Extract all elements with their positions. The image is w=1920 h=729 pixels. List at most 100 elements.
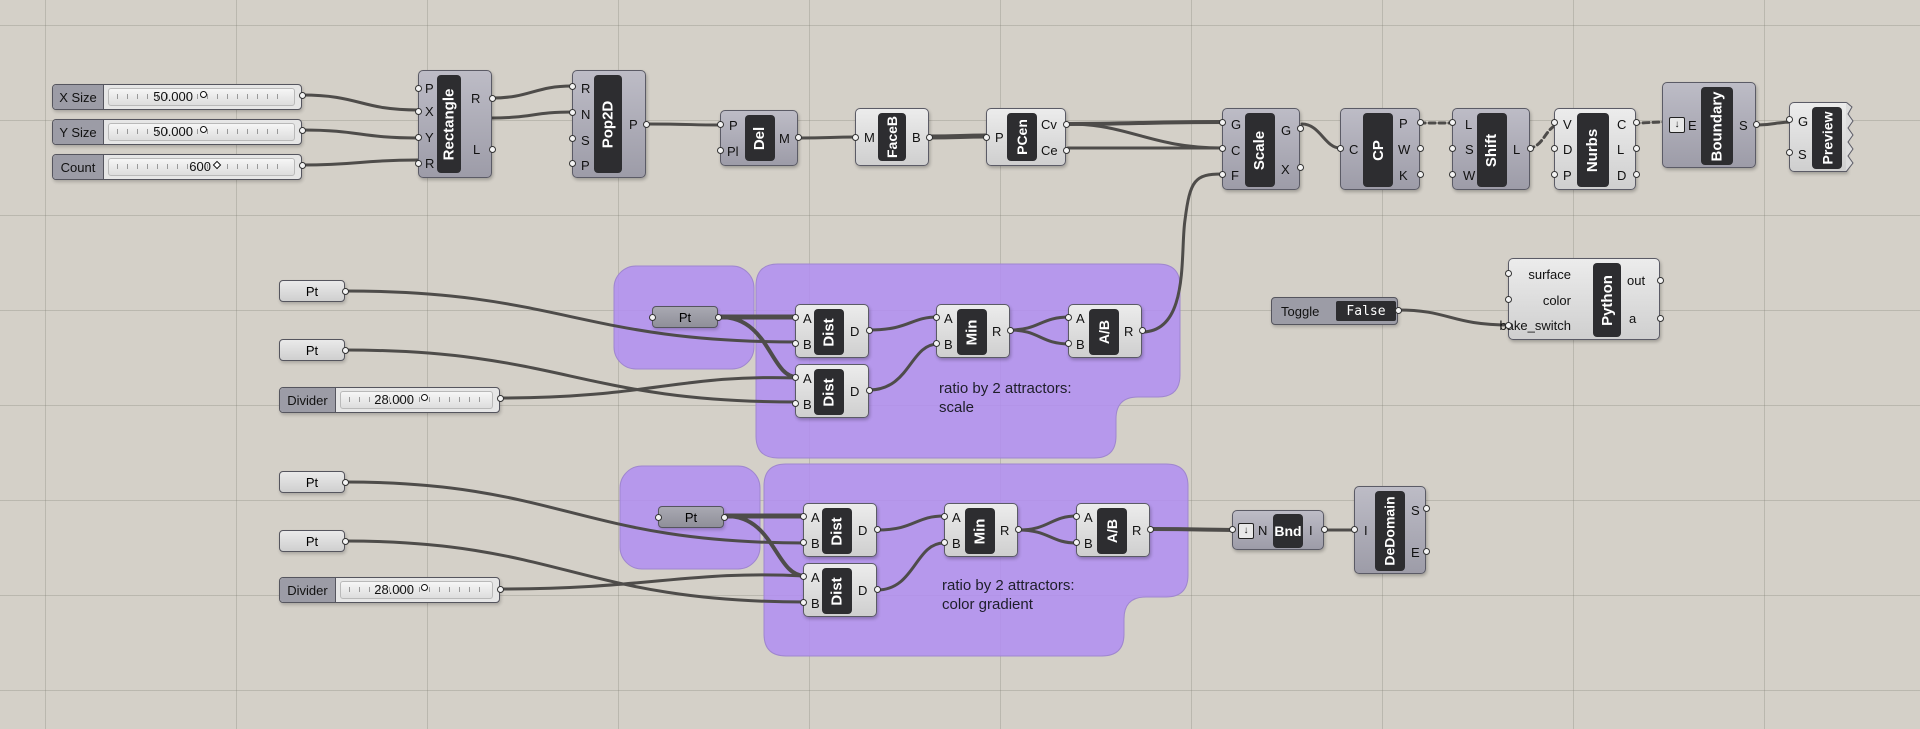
rectangle-component[interactable]: P X Y R Rectangle R L [418, 70, 492, 178]
output-grip[interactable] [866, 327, 873, 334]
point-param[interactable]: Pt [279, 471, 345, 493]
count-slider[interactable]: Count 600 [52, 154, 302, 180]
control-points-component[interactable]: C CP P W K [1340, 108, 1420, 190]
output-grip[interactable] [1423, 548, 1430, 555]
output-grip[interactable] [497, 586, 504, 593]
input-grip[interactable] [1229, 526, 1236, 533]
input-grip[interactable] [792, 340, 799, 347]
minimum-component[interactable]: A B Min R [936, 304, 1010, 358]
input-grip[interactable] [1449, 145, 1456, 152]
output-grip[interactable] [1417, 171, 1424, 178]
input-grip[interactable] [1065, 340, 1072, 347]
toggle-value[interactable]: False [1336, 301, 1396, 321]
distance-component[interactable]: A B Dist D [803, 563, 877, 617]
input-grip[interactable] [1065, 314, 1072, 321]
input-grip[interactable] [415, 160, 422, 167]
output-grip[interactable] [721, 514, 728, 521]
delaunay-mesh-component[interactable]: P Pl Del M [720, 110, 798, 166]
output-grip[interactable] [1395, 307, 1402, 314]
input-grip[interactable] [655, 514, 662, 521]
slider-knob[interactable] [421, 584, 428, 591]
output-grip[interactable] [1063, 121, 1070, 128]
input-grip[interactable] [1551, 171, 1558, 178]
output-grip[interactable] [1015, 526, 1022, 533]
pop2d-component[interactable]: R N S P Pop2D P [572, 70, 646, 178]
point-param-group[interactable]: Pt [658, 506, 724, 528]
slider-knob[interactable] [200, 126, 207, 133]
output-grip[interactable] [489, 146, 496, 153]
distance-component[interactable]: A B Dist D [803, 503, 877, 557]
output-grip[interactable] [489, 95, 496, 102]
input-grip[interactable] [415, 134, 422, 141]
slider-track[interactable] [108, 158, 295, 176]
output-grip[interactable] [1633, 145, 1640, 152]
input-grip[interactable] [983, 134, 990, 141]
output-grip[interactable] [299, 162, 306, 169]
input-grip[interactable] [1351, 526, 1358, 533]
output-grip[interactable] [926, 134, 933, 141]
output-grip[interactable] [1657, 315, 1664, 322]
input-grip[interactable] [717, 147, 724, 154]
slider-track[interactable] [340, 391, 493, 409]
boundary-surface-component[interactable]: ↓ E Boundary S [1662, 82, 1756, 168]
output-grip[interactable] [1423, 505, 1430, 512]
input-grip[interactable] [941, 513, 948, 520]
custom-preview-component[interactable]: G S Preview [1789, 102, 1854, 172]
boolean-toggle[interactable]: Toggle False [1271, 297, 1398, 325]
input-grip[interactable] [941, 539, 948, 546]
bounds-component[interactable]: ↓ N Bnd I [1232, 510, 1324, 550]
group-scale-main[interactable] [755, 263, 1181, 459]
output-grip[interactable] [1527, 145, 1534, 152]
input-grip[interactable] [800, 513, 807, 520]
input-grip[interactable] [1505, 322, 1512, 329]
polygon-center-component[interactable]: P PCen Cv Ce [986, 108, 1066, 166]
divider-slider-color[interactable]: Divider 28.000 [279, 577, 500, 603]
input-grip[interactable] [1786, 149, 1793, 156]
division-component[interactable]: A B A/B R [1068, 304, 1142, 358]
input-grip[interactable] [792, 400, 799, 407]
output-grip[interactable] [874, 526, 881, 533]
input-grip[interactable] [569, 135, 576, 142]
input-grip[interactable] [1073, 513, 1080, 520]
division-component[interactable]: A B A/B R [1076, 503, 1150, 557]
input-grip[interactable] [1219, 145, 1226, 152]
output-grip[interactable] [1417, 145, 1424, 152]
output-grip[interactable] [342, 538, 349, 545]
output-grip[interactable] [497, 395, 504, 402]
output-grip[interactable] [1139, 327, 1146, 334]
divider-slider-scale[interactable]: Divider 28.000 [279, 387, 500, 413]
point-param-group[interactable]: Pt [652, 306, 718, 328]
output-grip[interactable] [342, 347, 349, 354]
output-grip[interactable] [1633, 171, 1640, 178]
input-grip[interactable] [1219, 171, 1226, 178]
input-grip[interactable] [852, 134, 859, 141]
input-grip[interactable] [933, 340, 940, 347]
output-grip[interactable] [1147, 526, 1154, 533]
face-boundaries-component[interactable]: M FaceB B [855, 108, 929, 166]
input-grip[interactable] [1449, 171, 1456, 178]
output-grip[interactable] [715, 314, 722, 321]
input-grip[interactable] [415, 108, 422, 115]
output-grip[interactable] [1417, 119, 1424, 126]
input-grip[interactable] [800, 599, 807, 606]
input-grip[interactable] [1449, 119, 1456, 126]
input-grip[interactable] [792, 314, 799, 321]
output-grip[interactable] [1297, 164, 1304, 171]
group-color-main[interactable] [763, 463, 1189, 657]
output-grip[interactable] [299, 127, 306, 134]
input-grip[interactable] [800, 573, 807, 580]
input-grip[interactable] [800, 539, 807, 546]
output-grip[interactable] [342, 479, 349, 486]
input-grip[interactable] [569, 160, 576, 167]
input-grip[interactable] [1073, 539, 1080, 546]
input-grip[interactable] [569, 83, 576, 90]
shift-list-component[interactable]: L S W Shift L [1452, 108, 1530, 190]
output-grip[interactable] [795, 134, 802, 141]
input-grip[interactable] [1551, 119, 1558, 126]
output-grip[interactable] [866, 387, 873, 394]
output-grip[interactable] [1063, 147, 1070, 154]
distance-component[interactable]: A B Dist D [795, 304, 869, 358]
input-grip[interactable] [415, 85, 422, 92]
output-grip[interactable] [1297, 125, 1304, 132]
nurbs-curve-component[interactable]: V D P Nurbs C L D [1554, 108, 1636, 190]
